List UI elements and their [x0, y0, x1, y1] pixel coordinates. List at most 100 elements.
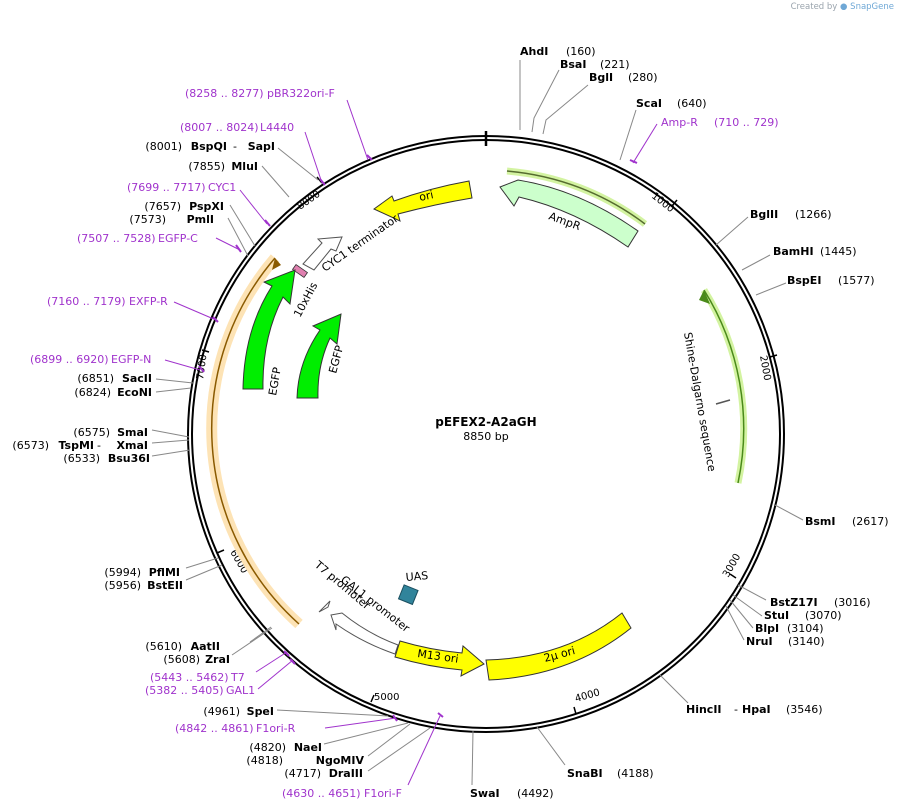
enzyme-name: NgoMIV [316, 754, 365, 767]
feature-t7-label: T7 promoter [311, 558, 373, 613]
feature-egfp2-label: EGFP [326, 344, 346, 375]
enzyme-site-bsu36i[interactable]: (6533) Bsu36I [63, 449, 191, 465]
enzyme-site-naei[interactable]: (4820) NaeI [249, 722, 409, 754]
enzyme-site-pmli[interactable]: (7573) PmlI [129, 213, 249, 257]
primer-cyc1[interactable]: (7699 .. 7717) CYC1 [127, 181, 271, 227]
enzyme-site-econi[interactable]: (6824) EcoNI [74, 386, 192, 399]
enzyme-position: (3016) [834, 596, 871, 609]
enzyme-position: (640) [677, 97, 707, 110]
tick-label-8000: 8000 [295, 189, 322, 213]
primer-f1ori-f[interactable]: (4630 .. 4651) F1ori-F [282, 712, 444, 800]
enzyme-site-pspxi[interactable]: (7657) PspXI [144, 200, 256, 247]
primer-amp-r[interactable]: Amp-R (710 .. 729) [629, 116, 779, 164]
enzyme-position: (2617) [852, 515, 889, 528]
primer-f1ori-r[interactable]: (4842 .. 4861) F1ori-R [175, 714, 398, 735]
enzyme-name: BsmI [805, 515, 836, 528]
enzyme-site-ngomiv[interactable]: (4818) NgoMIV [246, 723, 411, 767]
enzyme-position: (3104) [787, 622, 824, 635]
primer-gal1[interactable]: (5382 .. 5405) GAL1 [145, 658, 296, 697]
enzyme-site-ahdi[interactable]: AhdI (160) [519, 45, 596, 130]
primer-range: (7160 .. 7179) [47, 295, 126, 308]
primer-name: F1ori-F [364, 787, 402, 800]
enzyme-name: StuI [764, 609, 789, 622]
enzyme-alt-name: HpaI [742, 703, 771, 716]
enzyme-site-pflmi[interactable]: (5994) PflMI [104, 557, 219, 579]
enzyme-name: SacII [122, 372, 152, 385]
primer-range: (8007 .. 8024) [180, 121, 259, 134]
enzyme-position: (4820) [249, 741, 286, 754]
enzyme-site-aatii[interactable]: (5610) AatII [145, 626, 272, 653]
enzyme-name: HincII [686, 703, 722, 716]
primer-range: (7699 .. 7717) [127, 181, 206, 194]
tick-label-4000: 4000 [574, 687, 601, 705]
enzyme-site-mlui[interactable]: (7855) MluI [188, 160, 290, 198]
primer-range: (4842 .. 4861) [175, 722, 254, 735]
enzyme-site-draiii[interactable]: (4717) DraIII [284, 727, 431, 780]
enzyme-site-sacii[interactable]: (6851) SacII [77, 372, 194, 385]
enzyme-position: (3140) [788, 635, 825, 648]
enzyme-site-tspmi-xmai[interactable]: (6573) TspMI - XmaI [12, 439, 190, 452]
enzyme-position: (280) [628, 71, 658, 84]
enzyme-site-bsteii[interactable]: (5956) BstEII [104, 564, 223, 592]
enzyme-site-bsai[interactable]: BsaI (221) [531, 58, 630, 133]
enzyme-site-nrui[interactable]: NruI (3140) [725, 605, 825, 648]
enzyme-site-bamhi[interactable]: BamHI (1445) [741, 245, 857, 271]
enzyme-name: ZraI [205, 653, 230, 666]
enzyme-name: BspQI [191, 140, 227, 153]
feature-shine-label: Shine-Dalgarno sequence [681, 331, 718, 473]
primer-name: EXFP-R [129, 295, 168, 308]
enzyme-site-spei[interactable]: (4961) SpeI [203, 705, 389, 718]
enzyme-site-hincii-hpai[interactable]: HincII - HpaI (3546) [659, 674, 823, 716]
primer-exfp-r[interactable]: (7160 .. 7179) EXFP-R [47, 295, 219, 323]
feature-shine-mark [715, 399, 731, 405]
enzyme-name: BglI [589, 71, 613, 84]
enzyme-site-bstz17i[interactable]: BstZ17I (3016) [737, 584, 871, 609]
enzyme-alt-name: XmaI [117, 439, 148, 452]
enzyme-site-smai[interactable]: (6575) SmaI [73, 426, 190, 439]
enzyme-site-snabi[interactable]: SnaBI (4188) [536, 726, 654, 780]
primer-range: (4630 .. 4651) [282, 787, 361, 800]
enzyme-name: BspEI [787, 274, 821, 287]
watermark-brand: SnapGene [850, 2, 894, 12]
feature-ampr-arrow [499, 179, 639, 248]
tick-label-2000: 2000 [757, 355, 772, 382]
enzyme-site-swai[interactable]: SwaI (4492) [470, 730, 554, 800]
feature-shine-line [703, 289, 745, 484]
enzyme-name: SnaBI [567, 767, 603, 780]
enzyme-position: (1445) [820, 245, 857, 258]
primer-name: pBR322ori-F [267, 87, 335, 100]
primer-name: L4440 [260, 121, 294, 134]
enzyme-site-bspqi-sapi[interactable]: (8001) BspQI - SapI [145, 140, 319, 181]
primer-l4440[interactable]: (8007 .. 8024) L4440 [180, 121, 326, 186]
feature-cyc1-arrow [302, 236, 343, 271]
primer-range: (5382 .. 5405) [145, 684, 224, 697]
primer-t7[interactable]: (5443 .. 5462) T7 [150, 650, 290, 684]
enzyme-name: NaeI [294, 741, 322, 754]
enzyme-site-bspei[interactable]: BspEI (1577) [755, 274, 875, 296]
snapgene-logo-icon: ● [840, 2, 848, 12]
primer-pbr322ori-f[interactable]: (8258 .. 8277) pBR322ori-F [185, 87, 373, 161]
enzyme-site-blpi[interactable]: BlpI (3104) [729, 599, 824, 635]
enzyme-site-bgli[interactable]: BglI (280) [542, 71, 658, 135]
tick-marks [201, 176, 778, 715]
enzyme-site-bsmi[interactable]: BsmI (2617) [774, 504, 889, 528]
enzyme-position: (1266) [795, 208, 832, 221]
primer-egfp-c[interactable]: (7507 .. 7528) EGFP-C [77, 232, 242, 253]
enzyme-site-zrai[interactable]: (5608) ZraI [163, 627, 273, 666]
feature-ori-arrow [373, 180, 473, 222]
enzyme-position: (7573) [129, 213, 166, 226]
enzyme-site-stui[interactable]: StuI (3070) [732, 594, 842, 622]
feature-uas-box [397, 584, 419, 606]
primer-name: F1ori-R [256, 722, 296, 735]
primer-range: (5443 .. 5462) [150, 671, 229, 684]
enzyme-name: BamHI [773, 245, 814, 258]
feature-ori-label: ori [418, 188, 435, 204]
enzyme-position: (6573) [12, 439, 49, 452]
enzyme-site-bglii[interactable]: BglII (1266) [715, 208, 832, 246]
feature-2mu-arrow [485, 612, 632, 681]
primer-name: T7 [230, 671, 245, 684]
primer-name: GAL1 [226, 684, 255, 697]
enzyme-position: (6824) [74, 386, 111, 399]
enzyme-site-scai[interactable]: ScaI (640) [619, 97, 707, 161]
primer-egfp-n[interactable]: (6899 .. 6920) EGFP-N [30, 353, 205, 373]
